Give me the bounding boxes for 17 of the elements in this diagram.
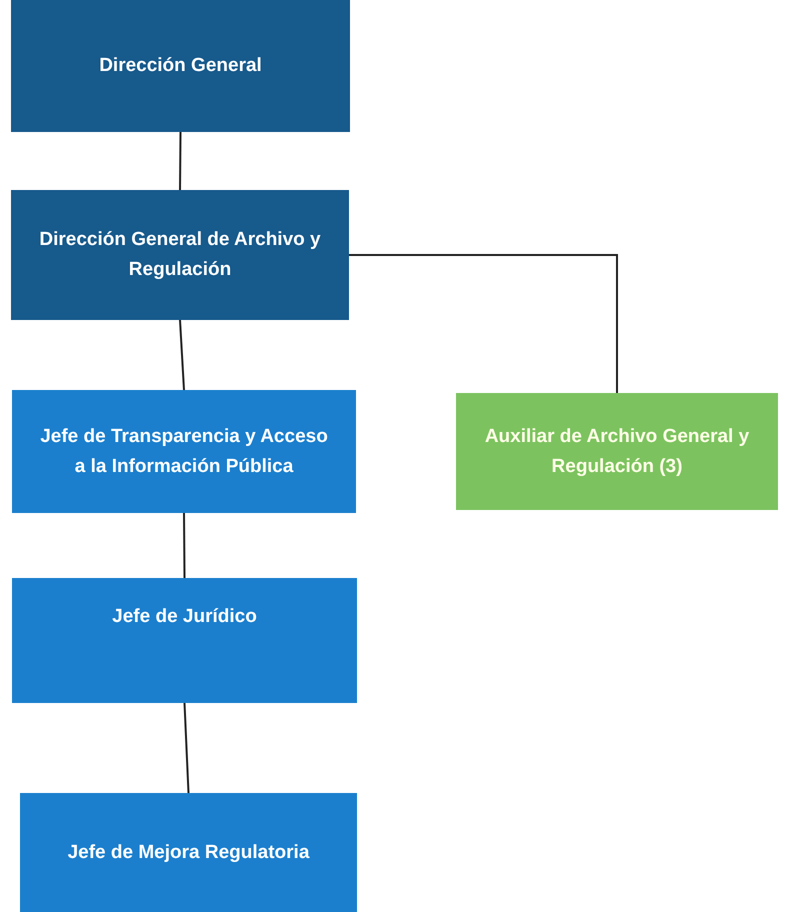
box-title: Auxiliar de Archivo General y Regulación (3) bbox=[484, 424, 750, 478]
connector-line bbox=[183, 513, 186, 578]
org-box bbox=[12, 578, 357, 703]
org-box bbox=[11, 0, 350, 132]
org-box bbox=[456, 393, 778, 510]
connector-line bbox=[184, 702, 190, 794]
connector-line bbox=[179, 320, 185, 390]
connector-line bbox=[179, 132, 182, 190]
box-title: Dirección General de Archivo y Regulación bbox=[38, 228, 322, 282]
box-title: Jefe de Mejora Regulatoria bbox=[68, 840, 310, 864]
box-title: Dirección General bbox=[99, 54, 262, 78]
box-title: Jefe de Jurídico bbox=[112, 605, 257, 629]
org-box bbox=[12, 390, 356, 513]
org-box bbox=[20, 793, 357, 912]
box-title: Jefe de Transparencia y Acceso a la Información Pública bbox=[39, 424, 329, 478]
connector-line bbox=[349, 254, 618, 393]
org-box bbox=[11, 190, 349, 320]
